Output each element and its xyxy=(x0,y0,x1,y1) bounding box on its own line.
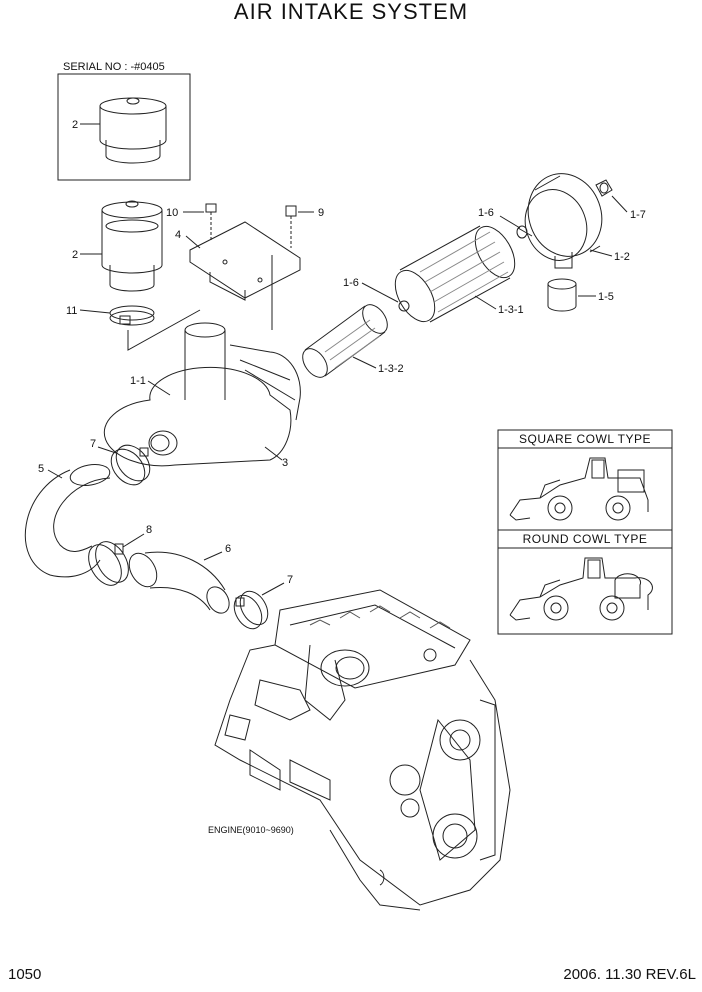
label-1-3-1: 1-3-1 xyxy=(498,304,524,316)
air-cleaner-housing xyxy=(103,322,301,467)
label-1-7: 1-7 xyxy=(630,209,646,221)
label-7-upper: 7 xyxy=(90,438,96,450)
round-cowl-title: ROUND COWL TYPE xyxy=(523,532,648,546)
bolt-10 xyxy=(205,203,217,240)
intake-hose-elbow xyxy=(24,464,111,578)
label-2: 2 xyxy=(72,249,78,261)
label-1-6-upper: 1-6 xyxy=(478,207,494,219)
page-number: 1050 xyxy=(8,966,42,983)
label-9: 9 xyxy=(318,207,324,219)
outer-filter-element xyxy=(394,225,516,323)
label-1-6-lower: 1-6 xyxy=(343,277,359,289)
label-7-lower: 7 xyxy=(287,574,293,586)
engine-assembly xyxy=(214,589,511,911)
label-1-5: 1-5 xyxy=(598,291,614,303)
loader-square-cowl xyxy=(509,457,649,521)
vacuator-valve xyxy=(547,278,577,312)
precleaner xyxy=(101,200,163,292)
loader-round-cowl xyxy=(509,557,653,621)
page-title: AIR INTAKE SYSTEM xyxy=(233,0,469,24)
hose-clamp-8 xyxy=(88,541,129,586)
label-1-2: 1-2 xyxy=(614,251,630,263)
label-8: 8 xyxy=(146,524,152,536)
serial-box xyxy=(57,73,191,181)
label-2-serial: 2 xyxy=(72,119,78,131)
serial-number-note: SERIAL NO : -#0405 xyxy=(63,61,165,73)
cowl-type-box xyxy=(497,429,673,635)
hose-clamp-11 xyxy=(109,305,155,326)
wing-nut xyxy=(595,179,613,197)
label-4: 4 xyxy=(175,229,181,241)
label-10: 10 xyxy=(166,207,178,219)
label-11: 11 xyxy=(66,305,77,317)
revision-date: 2006. 11.30 REV.6L xyxy=(563,966,696,983)
label-5: 5 xyxy=(38,463,44,475)
square-cowl-title: SQUARE COWL TYPE xyxy=(519,432,651,446)
hose-clamp-7-upper xyxy=(110,444,151,486)
engine-note: ENGINE(9010~9690) xyxy=(208,825,294,835)
inner-filter-element xyxy=(302,304,388,378)
bolt-9 xyxy=(271,205,297,330)
label-1-1: 1-1 xyxy=(130,375,146,387)
label-6: 6 xyxy=(225,543,231,555)
end-cover xyxy=(516,173,603,269)
intake-hose-straight xyxy=(128,551,230,614)
mounting-bracket xyxy=(189,221,301,301)
hose-clamp-7-lower xyxy=(233,590,269,630)
label-1-3-2: 1-3-2 xyxy=(378,363,404,375)
precleaner-cap-serial xyxy=(99,97,167,164)
label-3: 3 xyxy=(282,457,288,469)
